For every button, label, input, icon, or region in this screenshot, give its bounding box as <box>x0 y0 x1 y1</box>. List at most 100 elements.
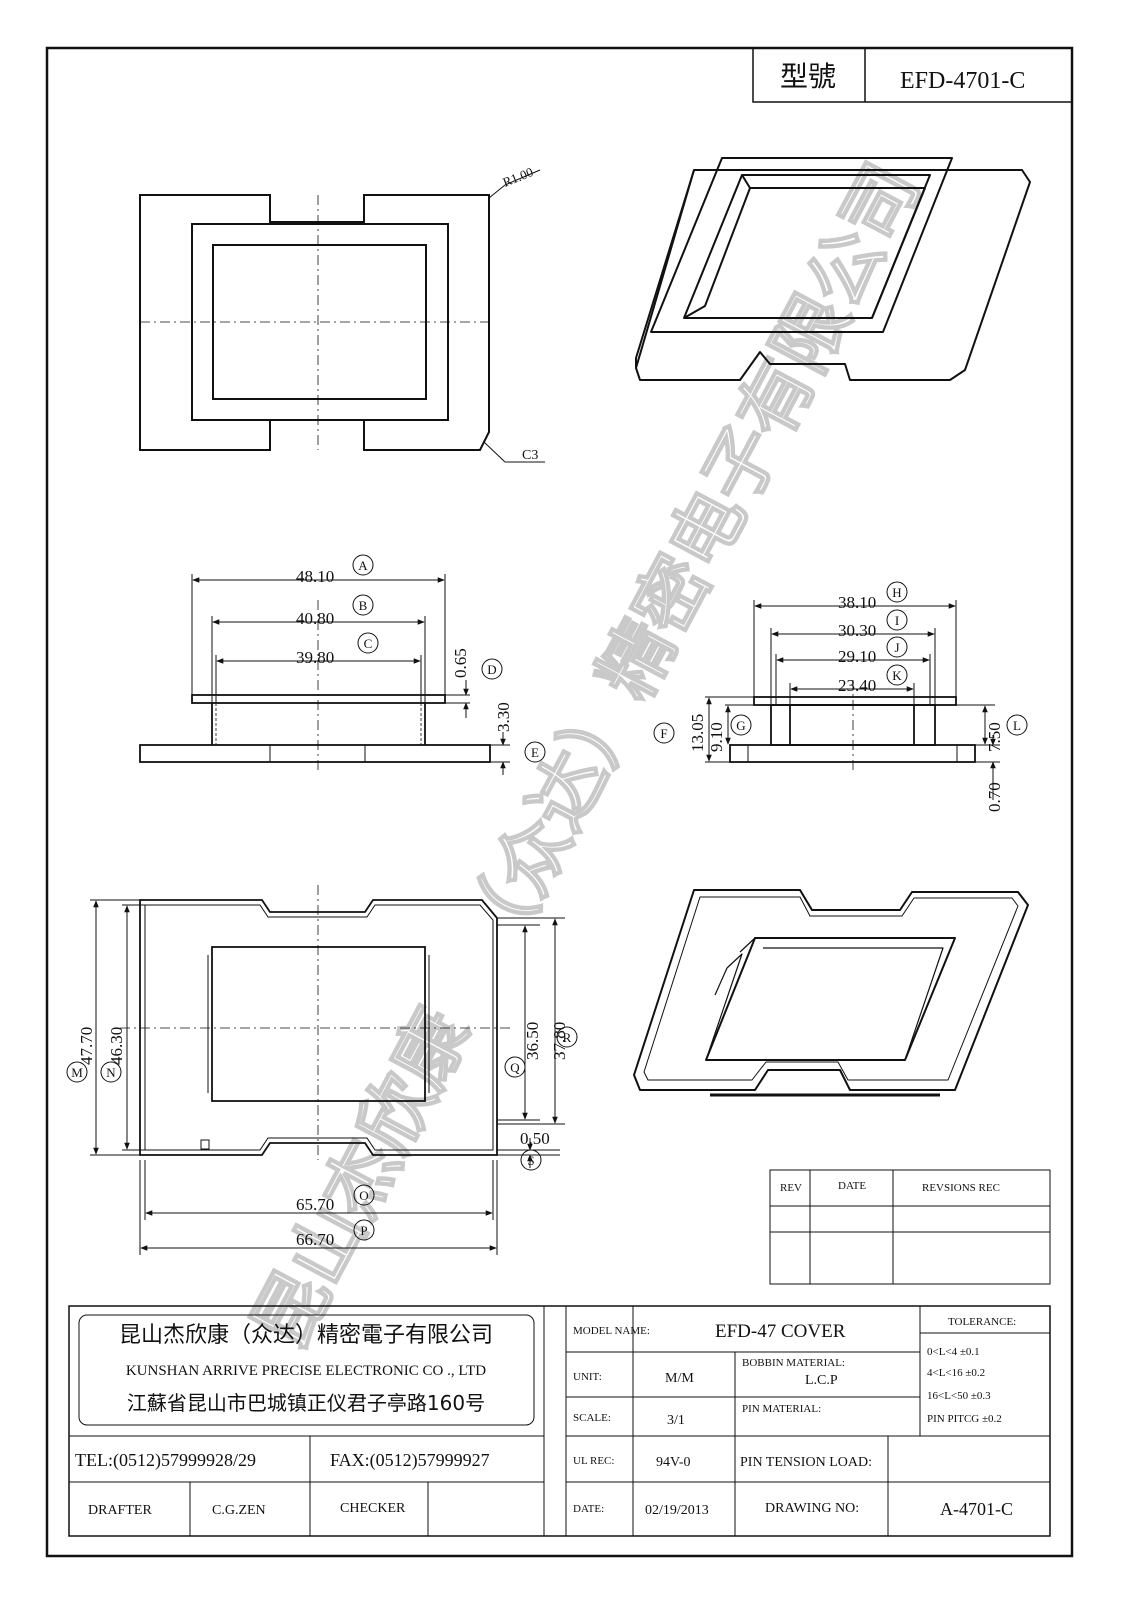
svg-text:F: F <box>660 726 667 741</box>
dim-G-value: 9.10 <box>707 722 726 752</box>
svg-text:M: M <box>71 1065 83 1080</box>
model-label: 型號 <box>780 60 836 93</box>
date-value: 02/19/2013 <box>645 1503 709 1518</box>
dim-Q-value: 36.50 <box>523 1022 542 1060</box>
bottom-view-dims <box>90 899 565 1255</box>
drafter-label: DRAFTER <box>88 1503 152 1518</box>
company-tel: TEL:(0512)57999928/29 <box>75 1450 256 1471</box>
side-view <box>729 680 976 770</box>
bubble-E: E <box>524 741 546 763</box>
dim-H-value: 38.10 <box>838 593 876 612</box>
drafter-value: C.G.ZEN <box>212 1503 266 1518</box>
bubble-G: G <box>730 714 752 736</box>
svg-text:R: R <box>563 1030 572 1045</box>
svg-text:J: J <box>894 640 899 655</box>
dim-L-value: 7.50 <box>985 722 1004 752</box>
dim-F-value: 13.05 <box>688 714 707 752</box>
dim-K-value: 23.40 <box>838 676 876 695</box>
dim-O-value: 65.70 <box>296 1195 334 1214</box>
ul-label: UL REC: <box>573 1455 614 1467</box>
svg-text:C: C <box>364 636 373 651</box>
scale-label: SCALE: <box>573 1412 611 1424</box>
bobbin-value: L.C.P <box>805 1373 838 1388</box>
svg-text:A: A <box>358 558 368 573</box>
dim-P-value: 66.70 <box>296 1230 334 1249</box>
front-view-dims <box>191 574 510 775</box>
bubble-H: H <box>886 581 908 603</box>
bubble-Q: Q <box>504 1056 526 1078</box>
model-name-label: MODEL NAME: <box>573 1325 650 1337</box>
bubble-A: A <box>352 554 374 576</box>
svg-text:N: N <box>106 1065 116 1080</box>
bubble-L: L <box>1006 714 1028 736</box>
dim-extra-value: 0.70 <box>985 782 1004 812</box>
bottom-view <box>120 885 510 1160</box>
company-fax: FAX:(0512)57999927 <box>330 1450 490 1471</box>
iso-view-top <box>635 157 1031 381</box>
bubble-P: P <box>353 1219 375 1241</box>
chamfer-callout: C3 <box>522 448 538 463</box>
bobbin-label: BOBBIN MATERIAL: <box>742 1357 845 1369</box>
bubble-I: I <box>886 609 908 631</box>
front-view <box>139 600 491 770</box>
svg-text:H: H <box>892 585 901 600</box>
svg-text:D: D <box>487 662 496 677</box>
bubble-R: R <box>556 1026 578 1048</box>
drawing-no-label: DRAWING NO: <box>765 1501 859 1516</box>
ul-value: 94V-0 <box>656 1455 691 1470</box>
tolerance-3: 16<L<50 ±0.3 <box>927 1390 991 1402</box>
rev-header-rev: REV <box>780 1182 802 1194</box>
company-name-en: KUNSHAN ARRIVE PRECISE ELECTRONIC CO ., … <box>126 1363 486 1379</box>
svg-text:L: L <box>1013 718 1021 733</box>
dim-M-value: 47.70 <box>77 1027 96 1065</box>
dim-D-value: 0.65 <box>451 648 470 678</box>
watermark-line-1: 昆山杰欣康 <box>237 996 487 1363</box>
title-block <box>68 1305 1051 1537</box>
model-name-value: EFD-47 COVER <box>715 1321 846 1342</box>
bubble-J: J <box>886 636 908 658</box>
radius-callout: R1.00 <box>501 164 536 190</box>
svg-text:E: E <box>531 745 539 760</box>
checker-label: CHECKER <box>340 1501 406 1516</box>
svg-text:I: I <box>895 613 899 628</box>
dim-N-value: 46.30 <box>107 1027 126 1065</box>
dim-A-value: 48.10 <box>296 567 334 586</box>
svg-text:G: G <box>736 718 745 733</box>
model-header: 型號 EFD-4701-C <box>752 47 1073 103</box>
bubble-K: K <box>886 664 908 686</box>
rev-header-revisions: REVSIONS REC <box>922 1182 1000 1194</box>
svg-text:S: S <box>527 1153 534 1168</box>
unit-value: M/M <box>665 1371 694 1386</box>
svg-text:B: B <box>359 598 368 613</box>
unit-label: UNIT: <box>573 1371 602 1383</box>
bubble-D: D <box>481 658 503 680</box>
date-label: DATE: <box>573 1503 604 1515</box>
bubble-B: B <box>352 594 374 616</box>
bubble-C: C <box>357 632 379 654</box>
dim-E-value: 3.30 <box>494 702 513 732</box>
dimension-labels: 48.10 40.80 39.80 0.65 3.30 13.05 9.10 3… <box>77 567 1004 1249</box>
sheet-border <box>45 46 1074 1558</box>
pin-material-label: PIN MATERIAL: <box>742 1403 821 1415</box>
dim-S-value: 0.50 <box>520 1129 550 1148</box>
tolerance-4: PIN PITCG ±0.2 <box>927 1413 1002 1425</box>
scale-value: 3/1 <box>667 1413 685 1428</box>
company-name-cn: 昆山杰欣康（众达）精密電子有限公司 <box>119 1323 493 1348</box>
rev-header-date: DATE <box>838 1180 866 1192</box>
company-address: 江蘇省昆山市巴城镇正仪君子亭路160号 <box>127 1391 485 1415</box>
model-value: EFD-4701-C <box>900 68 1025 94</box>
bubble-O: O <box>353 1184 375 1206</box>
dim-I-value: 30.30 <box>838 621 876 640</box>
iso-view-bottom <box>633 889 1029 1097</box>
bubble-S: S <box>520 1149 542 1171</box>
tolerance-label: TOLERANCE: <box>948 1316 1016 1328</box>
side-view-dims <box>705 600 1000 800</box>
dim-R-value: 37.80 <box>550 1022 569 1060</box>
dimension-bubbles: A B C D E F G H I J K L M N O P Q R S <box>66 554 1028 1241</box>
drawing-no-value: A-4701-C <box>940 1499 1013 1519</box>
bubble-N: N <box>100 1061 122 1083</box>
tolerance-1: 0<L<4 ±0.1 <box>927 1346 980 1358</box>
pin-tension-label: PIN TENSION LOAD: <box>740 1455 872 1470</box>
top-view <box>139 169 545 463</box>
